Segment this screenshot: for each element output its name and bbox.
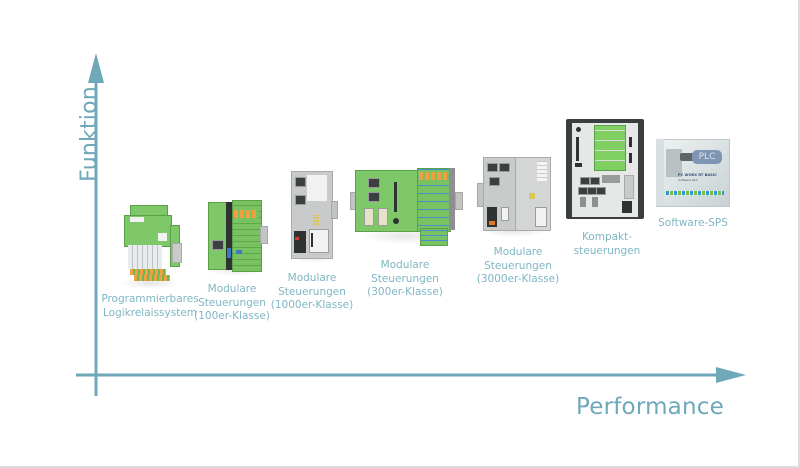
x-axis-arrowhead-icon	[716, 367, 746, 383]
label-line: Steuerungen	[371, 272, 439, 285]
logic-relay-module-image	[120, 205, 182, 289]
product-label-modular-3000: Modulare Steuerungen (3000er-Klasse)	[477, 246, 559, 287]
product-label-software-plc: Software-SPS	[658, 217, 728, 231]
y-axis-title: Funktion	[77, 86, 102, 182]
label-line: steuerungen	[573, 244, 641, 257]
modular-controller-3000-image	[477, 157, 551, 237]
label-line: Steuerungen	[484, 259, 552, 272]
label-line: Modulare	[287, 272, 337, 284]
modular-controller-1000-image	[291, 171, 338, 263]
modular-controller-100-image	[206, 200, 268, 276]
label-line: (300er-Klasse)	[367, 286, 443, 298]
label-line: Modulare	[380, 259, 430, 271]
product-label-modular-100: Modulare Steuerungen (100er-Klasse)	[194, 283, 270, 324]
label-line: Steuerungen	[198, 296, 266, 309]
label-line: Steuerungen	[278, 285, 346, 298]
box-subtitle: Software PLC	[678, 178, 698, 182]
product-label-compact: Kompakt- steuerungen	[574, 231, 641, 258]
label-line: Software-SPS	[658, 217, 728, 229]
modular-controller-300-image	[350, 168, 463, 248]
label-line: (100er-Klasse)	[194, 310, 270, 322]
product-label-modular-300: Modulare Steuerungen (300er-Klasse)	[367, 259, 443, 300]
label-line: Modulare	[207, 283, 257, 295]
label-line: Programmierbares	[101, 293, 199, 305]
y-axis-arrowhead-icon	[88, 53, 104, 83]
label-line: (1000er-Klasse)	[270, 299, 354, 311]
label-line: (3000er-Klasse)	[476, 273, 560, 285]
box-title: PC WORX RT BASIC	[678, 173, 717, 177]
label-line: Logikrelaissystem	[103, 306, 197, 319]
product-label-logic-relay: Programmierbares Logikrelaissystem	[101, 293, 198, 320]
x-axis-title: Performance	[576, 394, 724, 420]
label-line: Modulare	[493, 246, 543, 258]
label-line: Kompakt-	[581, 231, 633, 243]
software-plc-box-image: PLC PC WORX RT BASIC Software PLC	[656, 139, 730, 207]
product-label-modular-1000: Modulare Steuerungen (1000er-Klasse)	[271, 272, 353, 313]
plc-tag: PLC	[692, 150, 722, 164]
compact-controller-image	[566, 117, 644, 219]
